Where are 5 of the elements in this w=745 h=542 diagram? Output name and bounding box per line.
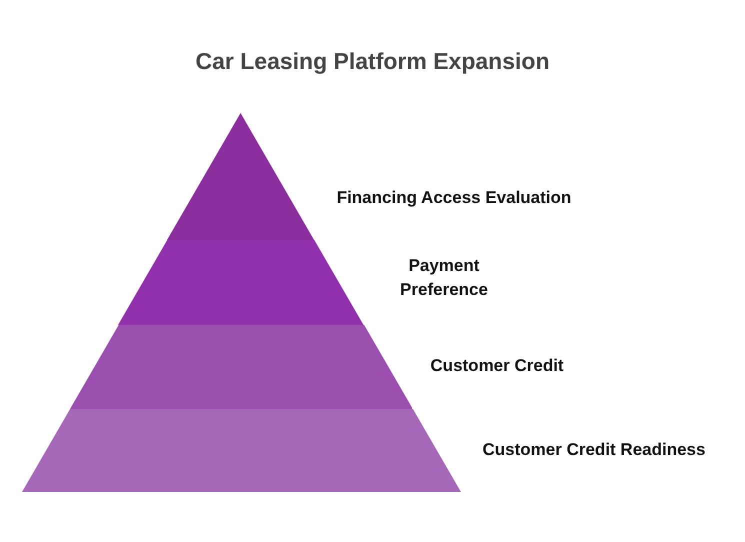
band-label: Customer Credit Readiness xyxy=(482,439,706,461)
band-label: Customer Credit xyxy=(429,355,565,377)
diagram-title: Car Leasing Platform Expansion xyxy=(194,48,551,75)
band-label: Financing Access Evaluation xyxy=(336,187,572,209)
band-label: Payment Preference xyxy=(399,255,489,301)
